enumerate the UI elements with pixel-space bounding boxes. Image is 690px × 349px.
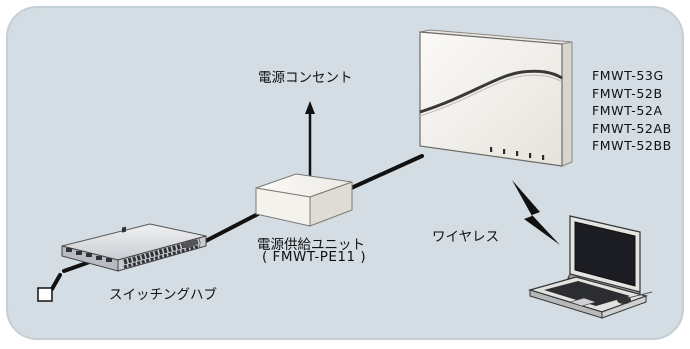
wireless-label: ワイヤレス	[432, 229, 500, 245]
power-outlet-label: 電源コンセント	[258, 70, 353, 86]
access-point-model-list: FMWT-53G FMWT-52B FMWT-52A FMWT-52AB FMW…	[592, 67, 672, 155]
laptop-icon	[527, 215, 653, 319]
switching-hub-label: スイッチングハブ	[109, 287, 217, 303]
power-supply-unit-label: 電源供給ユニット	[257, 237, 365, 253]
lightning-bolt-icon	[512, 180, 560, 245]
power-supply-icon	[255, 173, 353, 227]
port-square-icon	[37, 287, 53, 302]
cable-port-stub	[50, 273, 62, 291]
power-supply-model-label: ( FMWT-PE11 )	[262, 249, 367, 265]
access-point-model: FMWT-52AB	[592, 120, 672, 136]
access-point-model: FMWT-53G	[592, 68, 664, 83]
access-point-model: FMWT-52B	[592, 85, 663, 101]
access-point-model: FMWT-52A	[592, 103, 663, 119]
access-point-model: FMWT-52BB	[592, 138, 672, 154]
access-point-icon	[419, 29, 573, 167]
switching-hub-icon	[61, 223, 207, 272]
arrow-up-icon	[305, 101, 315, 176]
